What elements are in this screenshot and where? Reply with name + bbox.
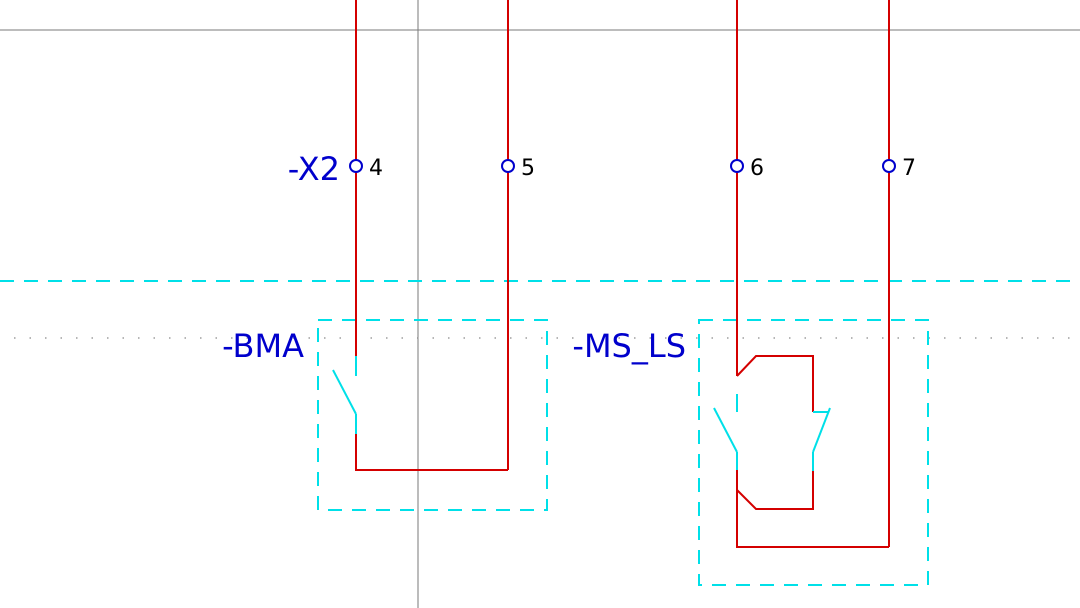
terminal-7-circle[interactable] <box>882 159 896 173</box>
terminal-5-label: 5 <box>521 156 535 181</box>
ms-ls-device-tag[interactable]: -MS_LS <box>572 327 686 365</box>
terminal-7-label: 7 <box>902 156 916 181</box>
bma-device-outline[interactable] <box>317 319 548 511</box>
wire-ms-ls-return[interactable] <box>736 470 889 548</box>
terminal-4-circle[interactable] <box>349 159 363 173</box>
ms-ls-circuit[interactable] <box>713 0 890 548</box>
terminal-strip-tag[interactable]: -X2 <box>288 150 340 188</box>
terminal-4-label: 4 <box>369 156 383 181</box>
ms-ls-left-contact-blade <box>713 407 738 453</box>
wire-ms-ls-lower-bridge[interactable] <box>736 471 814 510</box>
bma-circuit[interactable] <box>332 0 509 471</box>
ms-ls-device-outline[interactable] <box>698 319 929 586</box>
ms-ls-right-contact-blade <box>812 407 831 453</box>
wire-ms-ls-upper-bridge[interactable] <box>736 355 814 412</box>
terminal-6-circle[interactable] <box>730 159 744 173</box>
wire-bma-return[interactable] <box>355 434 508 471</box>
terminal-6-label: 6 <box>750 156 764 181</box>
bma-contact-blade <box>332 369 357 415</box>
bma-device-tag[interactable]: -BMA <box>222 327 304 365</box>
terminal-5-circle[interactable] <box>501 159 515 173</box>
